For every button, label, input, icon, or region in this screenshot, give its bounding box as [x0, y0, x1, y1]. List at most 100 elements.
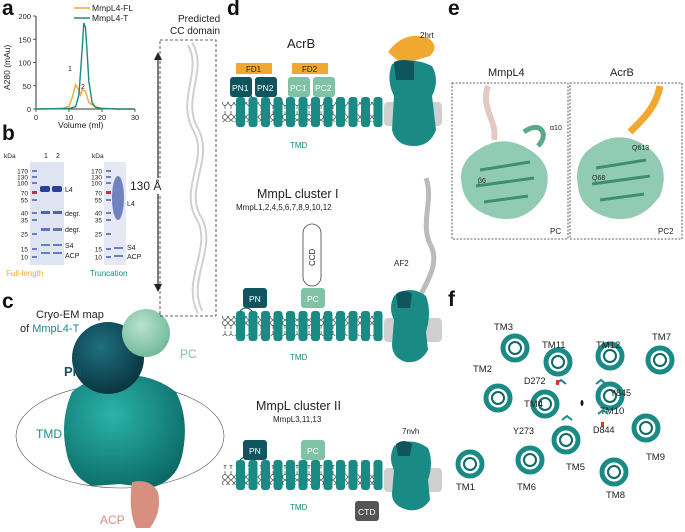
tm-helix: [348, 460, 358, 490]
acrb-struct-funnel: [388, 35, 435, 66]
helix-label: TM8: [606, 490, 625, 501]
tm-helix: [311, 311, 320, 341]
e-right-strands: [591, 158, 651, 202]
cluster2-pc: PC: [307, 446, 319, 456]
f-res-y273: Y273: [513, 426, 534, 436]
tm-helix: [248, 460, 258, 490]
helix-label: TM4: [524, 399, 543, 410]
helix-ring-inner: [491, 391, 505, 405]
e-right-title: AcrB: [610, 67, 634, 79]
y-axis-label: A280 (mAu): [2, 44, 12, 90]
map-title-line1: Cryo-EM map: [36, 309, 104, 321]
cluster1-pn: PN: [249, 294, 261, 304]
gel-marker-label: 170: [17, 169, 28, 176]
acrb-fd1-box: [236, 63, 272, 74]
gel-marker-label: 70: [95, 191, 103, 198]
gel2-band-l4: L4: [127, 201, 135, 208]
panel-label-d: d: [227, 0, 240, 20]
cluster2-tmd: TMD: [290, 503, 308, 512]
acrb-pc1-box: [288, 77, 310, 97]
map-title-line2: of MmpL4-T: [20, 323, 80, 335]
e-left-alpha10: [522, 124, 546, 148]
helix-ring-inner: [653, 353, 667, 367]
helix-ring: [551, 425, 581, 455]
f-center-mark: [580, 400, 584, 406]
cluster2-pn: PN: [249, 446, 261, 456]
helix-label: TM10: [600, 406, 624, 417]
helix-ring-inner: [508, 341, 522, 355]
acrb-pn1-box: [230, 77, 252, 97]
cluster2-ctd-box: [355, 501, 379, 521]
acrb-fd2-box: [292, 63, 328, 74]
tm-helix: [361, 460, 370, 490]
gel-marker-label: 35: [21, 218, 29, 225]
panel-label-c: c: [2, 290, 14, 313]
tm-helix: [261, 97, 270, 127]
panel-c-map: Cryo-EM map of MmpL4-T PN PC TMD ACP Pre…: [15, 14, 225, 528]
chart-lines: [35, 22, 135, 110]
panel-label-f: f: [448, 288, 455, 311]
c2-struct-pn: [396, 441, 412, 456]
acrb-pn2: PN2: [257, 83, 274, 93]
panel-label-e: e: [448, 0, 460, 20]
cluster1-title: MmpL cluster I: [257, 187, 339, 201]
tm-helix: [298, 97, 308, 127]
c1-struct-body: [391, 290, 429, 363]
helix-label: TM7: [652, 332, 671, 343]
e-left-strands: [475, 160, 535, 204]
gel1-band-degr2: degr.: [65, 227, 81, 234]
helix-ring: [515, 445, 545, 475]
cc-domain-label: CC domain: [170, 26, 220, 37]
helix-ring: [455, 449, 485, 479]
cluster1-ccd: CCD: [308, 248, 317, 266]
helix-label: TM12: [596, 340, 620, 351]
gel2-band-s4: S4: [127, 245, 136, 252]
tm-helix: [336, 311, 345, 341]
cluster2-title: MmpL cluster II: [256, 399, 341, 413]
helix-ring: [595, 341, 625, 371]
e-right-loop: [627, 85, 664, 135]
helix-ring: [543, 347, 573, 377]
acrb-tm-helices: [236, 93, 383, 127]
acrb-struct-body: [389, 60, 436, 146]
helix-ring: [530, 389, 560, 419]
tm-helix: [323, 97, 333, 127]
tm-helix: [311, 460, 320, 490]
cluster2-pdb: 7nvh: [402, 427, 419, 436]
gel-marker-label: 100: [17, 181, 28, 188]
tm-helix: [373, 460, 383, 490]
y-tick-label: 150: [18, 35, 31, 44]
tm-helix: [273, 311, 283, 341]
pc-density: [122, 309, 170, 357]
legend-label-fl: MmpL4-FL: [92, 3, 133, 13]
acrb-pdb: 2hrt: [420, 31, 435, 40]
e-right-res2: Q68: [592, 175, 605, 182]
gel-marker-label: 100: [91, 181, 102, 188]
e-right-corner: PC2: [658, 227, 674, 236]
y-tick-label: 200: [18, 12, 31, 21]
cluster2-ctd: CTD: [358, 507, 375, 517]
cluster1-tm-helices: [236, 307, 383, 341]
acrb-pc2-box: [313, 77, 335, 97]
tm-helix: [236, 97, 245, 127]
helix-ring-inner: [603, 349, 617, 363]
c1-struct-pn: [396, 291, 412, 308]
tm-helix: [373, 97, 383, 127]
f-res-d272: D272: [524, 376, 546, 386]
distance-label: 130 Å: [130, 178, 161, 193]
tm-helix: [323, 460, 333, 490]
helix-ring-inner: [603, 389, 617, 403]
tm-loop: [239, 307, 253, 312]
cluster2-tm-helices: [236, 456, 383, 490]
gel-marker-label: 130: [17, 175, 28, 182]
cluster2-members: MmpL3,11,13: [273, 415, 322, 424]
helix-ring-inner: [639, 421, 653, 435]
tm-helix: [361, 311, 370, 341]
acrb-struct-pn: [394, 60, 414, 80]
tm-helix: [286, 97, 295, 127]
cluster1-pc-box: [301, 288, 325, 308]
acrb-title: AcrB: [287, 36, 315, 51]
